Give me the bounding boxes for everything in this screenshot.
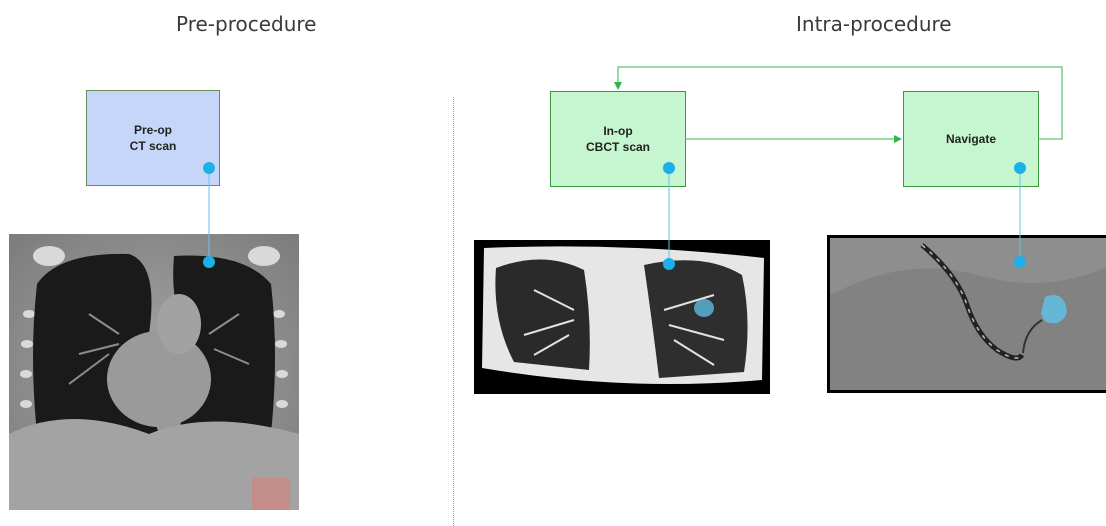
inop-connector [663, 162, 675, 270]
preop-connector [203, 162, 215, 268]
arrow-navigate-loop-back [618, 67, 1062, 139]
navigate-connector [1014, 162, 1026, 268]
